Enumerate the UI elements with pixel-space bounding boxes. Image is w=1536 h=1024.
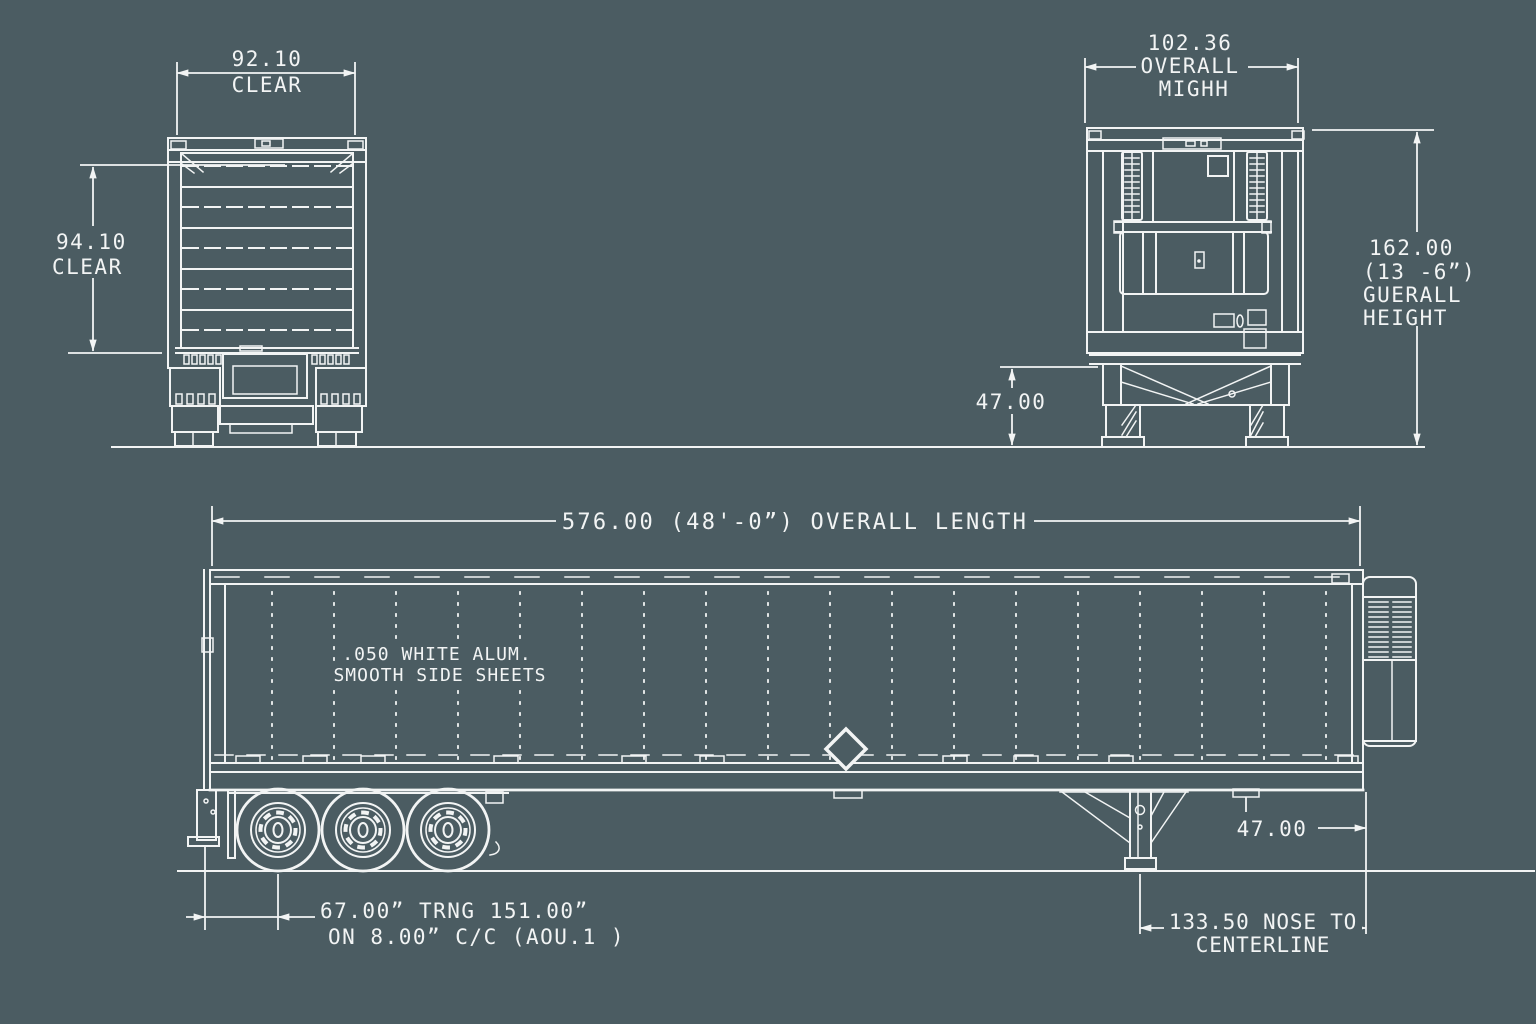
front-view (1086, 127, 1305, 448)
dim-rear-height: 94.10 CLEAR (46, 164, 285, 354)
front-landing-gear (1089, 354, 1301, 448)
side-landing-gear (1059, 789, 1189, 870)
dim-overall-length: 576.00 (48'-0”) OVERALL LENGTH (211, 506, 1361, 566)
nose-to-gear-dim: 47.00 (1237, 817, 1308, 841)
reefer-lower-doors (1119, 231, 1269, 295)
rear-height-dim: 94.10 (56, 230, 127, 254)
overall-length-dim: 576.00 (48'-0”) OVERALL LENGTH (562, 510, 1028, 535)
rear-bumper (187, 789, 236, 859)
leg-hatch-left (1120, 403, 1138, 439)
front-height-feet: (13 -6”) (1363, 260, 1476, 284)
reefer-sight-glass (1207, 155, 1229, 177)
wheel-2 (320, 787, 406, 873)
nose-to-cl-line1: 133.50 NOSE TO (1169, 910, 1357, 934)
side-view (187, 569, 1417, 873)
rail-clips (235, 755, 1359, 764)
reefer-label-plate (1162, 137, 1222, 150)
mud-flap (227, 789, 236, 859)
hazmat-placard-diamond (823, 726, 869, 772)
rear-width-dim: 92.10 (232, 47, 303, 71)
dim-axle-spacing: 67.00” TRNG 151.00” ON 8.00” C/C (AOU.1 … (186, 846, 625, 949)
reefer-unit-side (1331, 573, 1417, 747)
rear-door-slats (182, 165, 352, 331)
dim-front-width: 102.36 OVERALL MIGHH (1084, 31, 1299, 123)
axle-dim-line2: ON 8.00” C/C (AOU.1 ) (328, 925, 625, 949)
nose-to-cl-line2: CENTERLINE (1196, 933, 1330, 957)
front-height-label2: HEIGHT (1363, 306, 1448, 330)
clearance-light (1331, 573, 1350, 584)
dim-front-landing-gear: 47.00 (964, 366, 1098, 446)
leg-hatch-right (1249, 403, 1265, 439)
front-height-label1: GUERALL (1363, 283, 1462, 307)
side-note-line2: SMOOTH SIDE SHEETS (333, 665, 546, 686)
front-width-label1: OVERALL (1140, 54, 1239, 78)
rear-hinge-ticks (183, 354, 350, 365)
rear-view (167, 137, 367, 447)
front-width-label2: MIGHH (1159, 77, 1230, 101)
wheel-3 (405, 787, 491, 873)
front-height-dim: 162.00 (1369, 236, 1454, 260)
axle-dim-line1: 67.00” TRNG 151.00” (320, 899, 589, 923)
reefer-grille-right (1246, 151, 1268, 221)
rear-height-label: CLEAR (52, 255, 123, 279)
note-side-sheets: .050 WHITE ALUM. SMOOTH SIDE SHEETS (330, 644, 552, 686)
dim-nose-to-centerline: 133.50 NOSE TO CENTERLINE (1139, 792, 1367, 957)
front-landing-gear-dim: 47.00 (976, 390, 1047, 414)
front-width-dim: 102.36 (1148, 31, 1233, 55)
dim-rear-width: 92.10 CLEAR (176, 47, 356, 135)
rear-underbody (169, 353, 367, 447)
dim-nose-to-gear: 47.00 (1237, 797, 1367, 841)
dim-front-height: 162.00 (13 -6”) GUERALL HEIGHT (1312, 129, 1476, 446)
side-note-line1: .050 WHITE ALUM. (342, 644, 531, 665)
wheel-1 (235, 787, 321, 873)
rear-width-label: CLEAR (232, 73, 303, 97)
reefer-grille-left (1121, 151, 1143, 221)
